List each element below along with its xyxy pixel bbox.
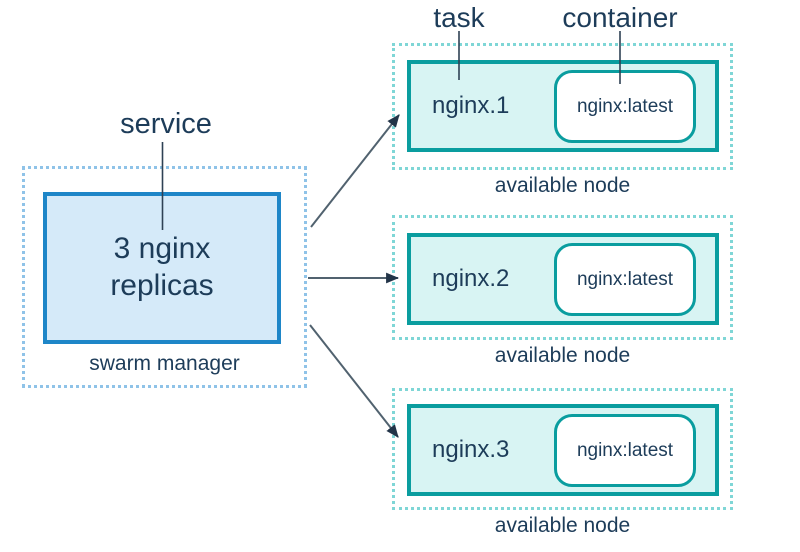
available-node-caption: available node [494,344,631,367]
service-label: service [120,108,212,140]
container-image-name: nginx:latest [576,95,674,117]
replicas-text: 3 nginx replicas [110,232,214,302]
node-dotted-box [392,388,733,510]
available-node-caption: available node [494,514,631,537]
arrow-service-to-node1 [310,114,400,228]
container-box: nginx:latest [554,243,696,316]
container-box: nginx:latest [554,70,696,143]
task-label-heading: task [433,2,485,33]
available-node-caption: available node [494,174,631,197]
container-image-name: nginx:latest [576,439,674,461]
swarm-manager-caption: swarm manager [89,352,240,375]
task-box: nginx.3 nginx:latest [407,404,719,496]
arrow-service-to-node3 [309,324,399,438]
container-box: nginx:latest [554,414,696,487]
container-image-name: nginx:latest [576,268,674,290]
task-name: nginx.1 [432,92,510,119]
task-box: nginx.2 nginx:latest [407,233,719,325]
task-name: nginx.3 [432,436,510,463]
task-name: nginx.2 [432,265,510,292]
service-box: 3 nginx replicas [43,192,281,344]
container-label-heading: container [562,2,678,33]
swarm-manager-dotted-box [22,166,307,388]
node-dotted-box [392,43,733,170]
task-box: nginx.1 nginx:latest [407,60,719,152]
